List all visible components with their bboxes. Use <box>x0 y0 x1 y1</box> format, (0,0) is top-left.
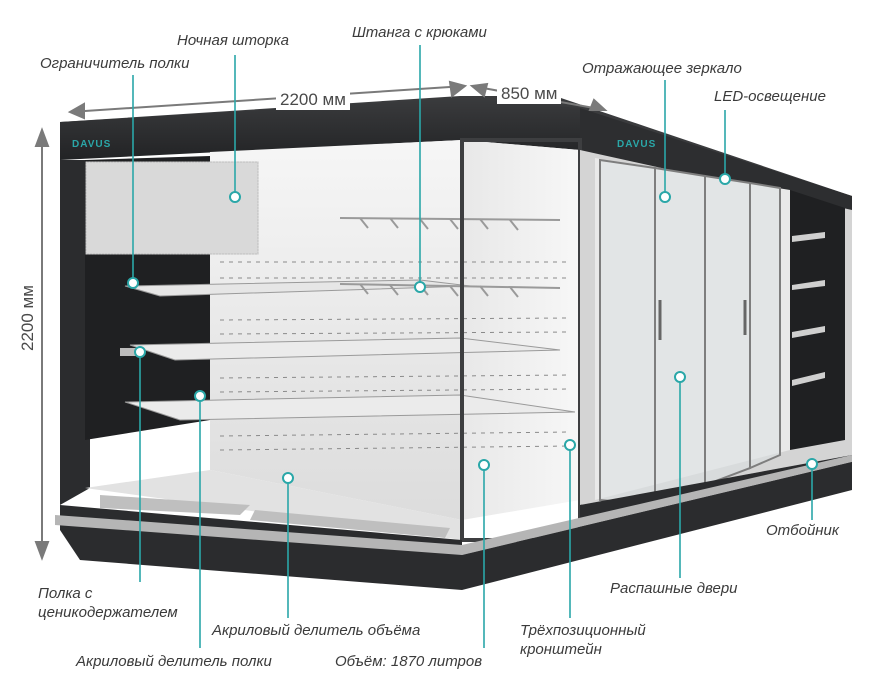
dimension-height: 2200 мм <box>18 281 38 355</box>
label-led-lighting: LED-освещение <box>714 88 826 105</box>
label-swing-doors: Распашные двери <box>610 580 738 597</box>
label-acrylic-shelf-divider: Акриловый делитель полки <box>76 653 272 670</box>
label-reflective-mirror: Отражающее зеркало <box>582 60 742 77</box>
label-hook-bar: Штанга с крюками <box>352 24 487 41</box>
label-volume: Объём: 1870 литров <box>335 653 483 670</box>
label-shelf-price-holder-line2: ценикодержателем <box>38 604 178 621</box>
label-three-position-bracket-line1: Трёхпозиционный <box>520 622 646 639</box>
label-three-position-bracket-line2: кронштейн <box>520 641 602 658</box>
label-shelf-price-holder-line1: Полка с <box>38 585 93 602</box>
cabinet-header-front <box>60 98 580 160</box>
side-shelves <box>792 232 825 386</box>
label-bumper: Отбойник <box>766 522 839 539</box>
label-shelf-limiter: Ограничитель полки <box>40 55 190 72</box>
dimension-depth: 850 мм <box>497 84 562 104</box>
brand-logo-side: DAVUS <box>617 139 657 150</box>
interior-back <box>210 140 462 520</box>
brand-logo-front: DAVUS <box>72 139 112 150</box>
label-acrylic-volume-divider: Акриловый делитель объёма <box>212 622 421 639</box>
interior-right-panel <box>462 140 580 520</box>
callout-lines <box>132 45 813 648</box>
dimension-width: 2200 мм <box>276 90 350 110</box>
night-curtain <box>85 161 259 255</box>
perforated-back-panel <box>219 261 571 451</box>
cabinet-header-side <box>580 108 852 215</box>
label-night-curtain: Ночная шторка <box>177 32 289 49</box>
cabinet-left-wall <box>60 160 90 505</box>
swing-doors <box>599 158 781 507</box>
callout-markers <box>127 173 818 484</box>
